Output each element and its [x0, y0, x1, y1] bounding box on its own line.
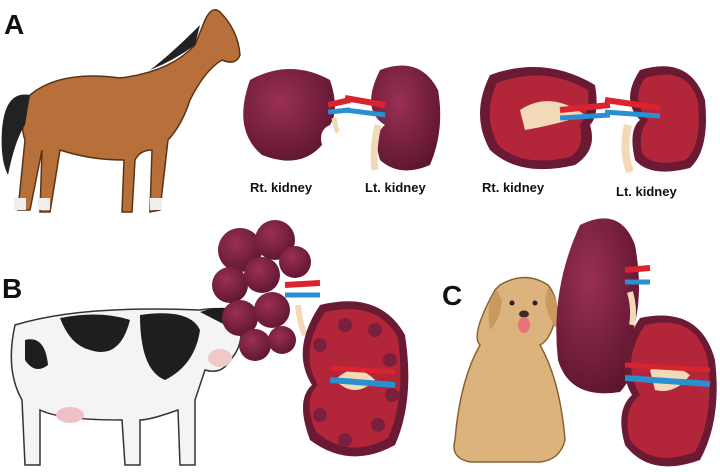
dog-kidney-section — [621, 315, 717, 467]
horse-left-kidney-section — [604, 66, 706, 174]
horse-illustration — [1, 9, 241, 213]
cow-kidney-section — [302, 301, 409, 457]
panel-label-c: C — [442, 280, 462, 311]
horse-right-kidney-section — [480, 67, 611, 170]
horse-left-kidney-exterior — [344, 65, 441, 171]
cow-right-kidney-lobulated — [212, 220, 321, 361]
panel-label-a: A — [4, 9, 24, 40]
panel-label-b: B — [2, 273, 22, 304]
label-horse-rt-kidney: Rt. kidney — [250, 180, 313, 195]
dog-illustration — [453, 276, 566, 463]
cow-illustration — [10, 307, 248, 466]
dog-right-kidney-exterior — [556, 218, 651, 394]
label-horse-lt-kidney: Lt. kidney — [365, 180, 426, 195]
label-horse-section-rt-kidney: Rt. kidney — [482, 180, 545, 195]
horse-right-kidney-exterior — [243, 69, 351, 161]
label-horse-section-lt-kidney: Lt. kidney — [616, 184, 677, 199]
